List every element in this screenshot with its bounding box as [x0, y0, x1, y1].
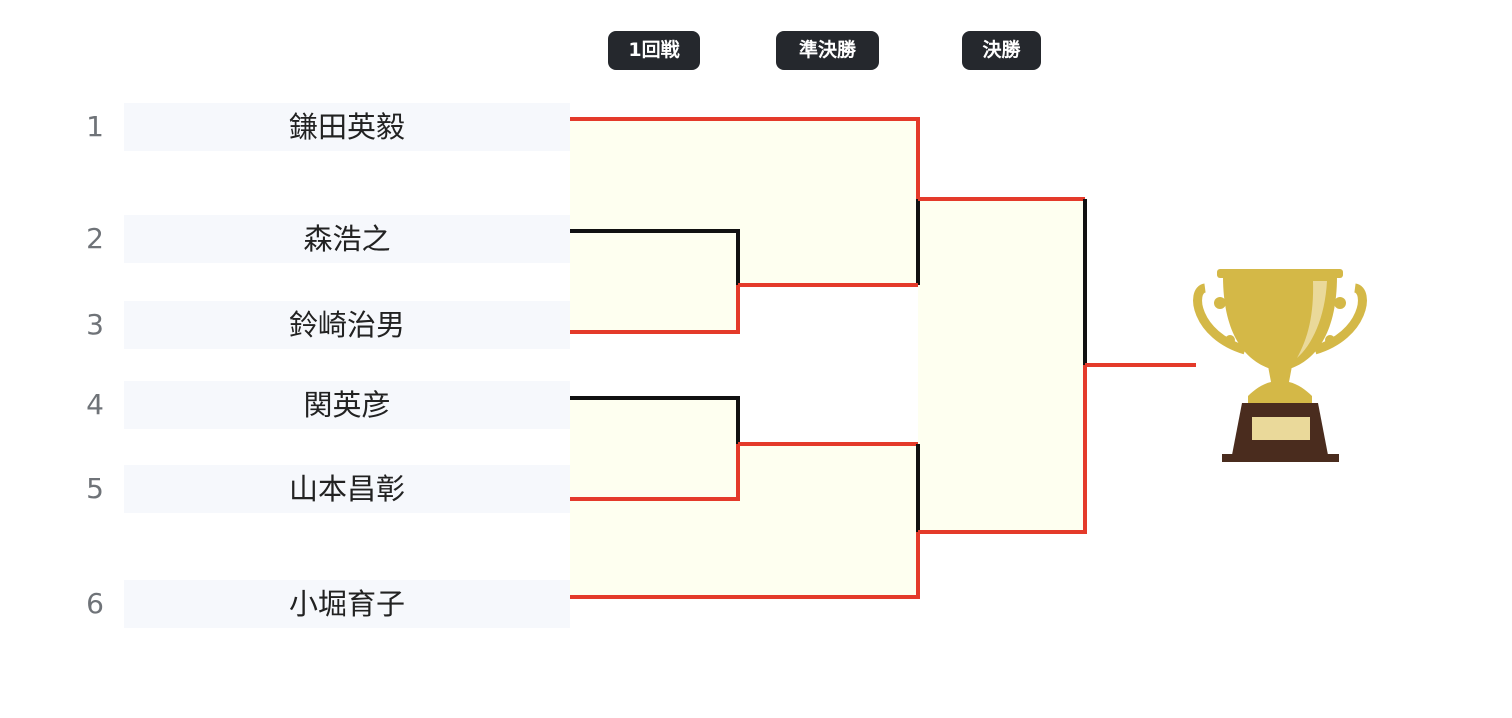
round-label-final: 決勝	[962, 31, 1041, 70]
line-player-3	[570, 285, 740, 334]
player-name-box: 森浩之	[124, 215, 570, 263]
seed-number: 1	[86, 110, 104, 143]
line-player-5	[570, 444, 740, 501]
player-name-box: 山本昌彰	[124, 465, 570, 513]
player-name-box: 関英彦	[124, 381, 570, 429]
trophy-icon	[1193, 269, 1367, 462]
player-name-box: 小堀育子	[124, 580, 570, 628]
line-player-1	[570, 117, 920, 199]
line-final-bottom	[918, 365, 1087, 534]
seed-number: 2	[86, 222, 104, 255]
match-fill-semifinal-bottom	[570, 444, 918, 597]
match-fill-areas	[570, 119, 1085, 597]
match-fill-round1-top	[570, 231, 738, 332]
player-name-box: 鈴崎治男	[124, 301, 570, 349]
seed-number: 3	[86, 308, 104, 341]
seed-number: 4	[86, 388, 104, 421]
seed-number: 6	[86, 587, 104, 620]
line-player-6	[570, 532, 920, 599]
line-player-4	[570, 396, 740, 444]
round-label-first-round: 1回戦	[608, 31, 700, 70]
round-label-semifinal: 準決勝	[776, 31, 879, 70]
line-player-2	[570, 229, 740, 285]
player-name-box: 鎌田英毅	[124, 103, 570, 151]
match-fill-final	[918, 199, 1085, 532]
seed-number: 5	[86, 472, 104, 505]
